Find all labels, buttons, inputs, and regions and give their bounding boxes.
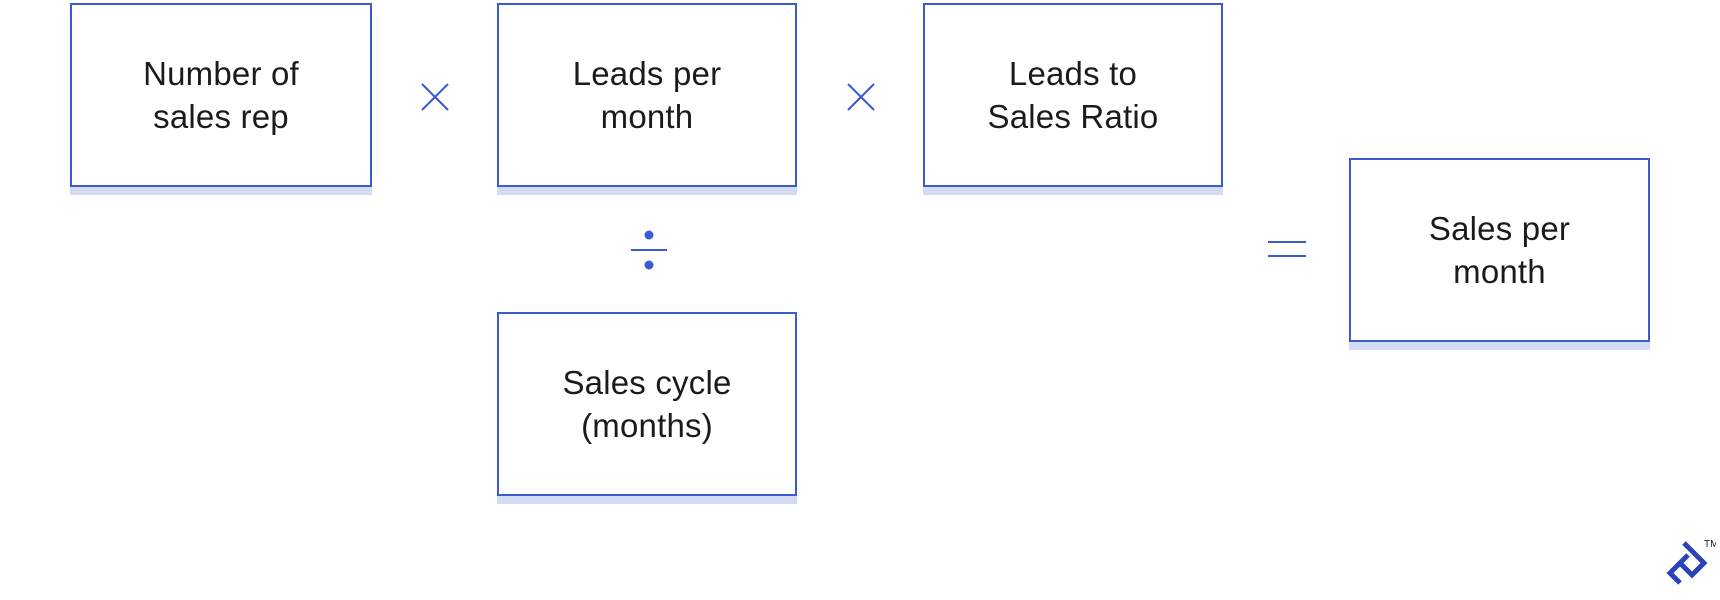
box-sales-cycle: Sales cycle (months) <box>497 312 797 496</box>
logo-icon: TM <box>1666 539 1718 585</box>
divide-icon <box>631 230 667 270</box>
multiply-operator-1 <box>420 82 450 112</box>
brand-logo: TM <box>1666 537 1718 596</box>
box-leads-to-sales-ratio: Leads to Sales Ratio <box>923 3 1223 187</box>
box-label: Sales per month <box>1428 210 1571 290</box>
box-leads-per-month: Leads per month <box>497 3 797 187</box>
box-label: Sales cycle (months) <box>562 364 732 444</box>
divide-operator <box>630 228 668 272</box>
box-label: Leads to Sales Ratio <box>987 55 1159 135</box>
equals-icon <box>1268 241 1306 257</box>
multiply-icon <box>847 83 875 111</box>
trademark-text: TM <box>1704 539 1716 550</box>
equals-operator <box>1268 238 1306 260</box>
box-number-of-sales-rep: Number of sales rep <box>70 3 372 187</box>
multiply-icon <box>421 83 449 111</box>
box-label: Leads per month <box>572 55 722 135</box>
box-sales-per-month: Sales per month <box>1349 158 1650 342</box>
box-label: Number of sales rep <box>143 55 299 135</box>
multiply-operator-2 <box>846 82 876 112</box>
